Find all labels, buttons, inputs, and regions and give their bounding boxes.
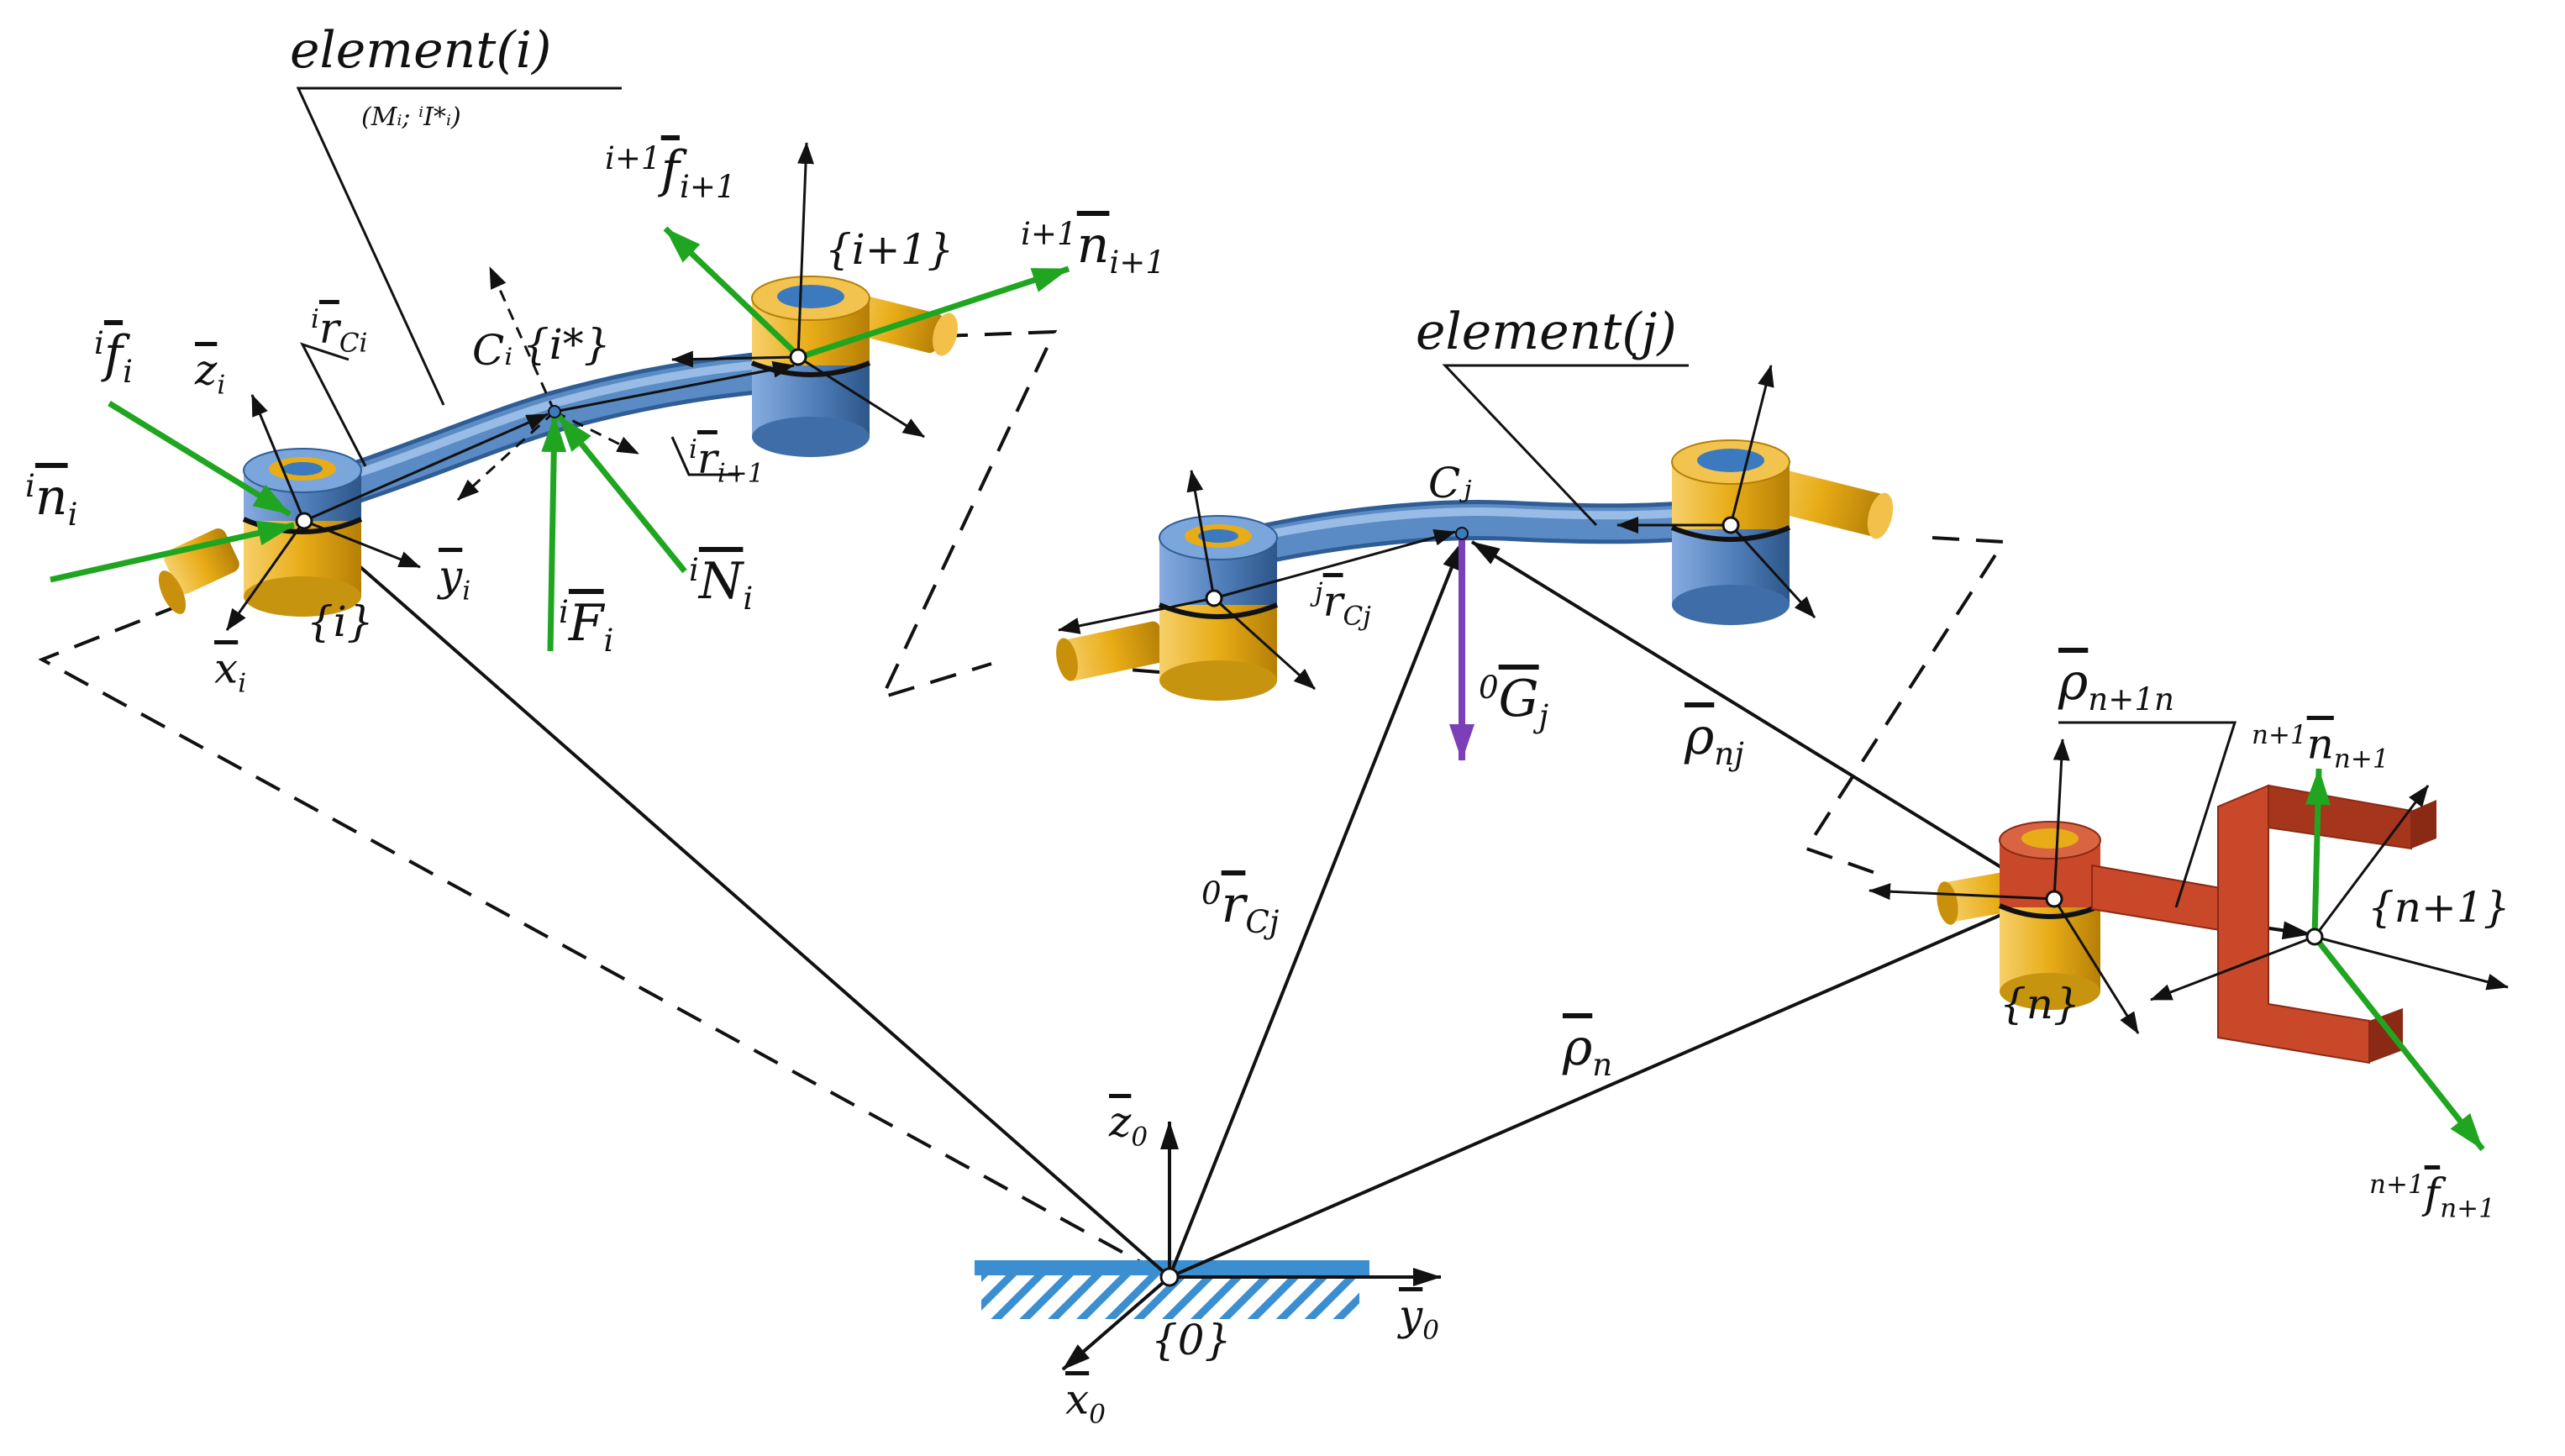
moment-nn1-label: n+1nn+1 (2252, 719, 2389, 775)
joint-j-right (1670, 439, 1894, 625)
force-fi (108, 401, 292, 517)
force-fi1-label: i+1fi+1 (605, 139, 736, 205)
axis-yi-label: yi (439, 551, 471, 607)
axis-z0-label: z0 (1109, 1097, 1148, 1153)
force-fi1 (663, 226, 802, 360)
gravity-Gj-label: 0Gj (1479, 669, 1549, 734)
frame-0-label: {0} (1151, 1316, 1232, 1364)
element-i-params: (Mᵢ; ⁱI*ᵢ) (361, 102, 461, 132)
axis-x0-label: x0 (1065, 1375, 1106, 1430)
moment-ni1 (798, 265, 1070, 360)
moment-ni-label: ini (25, 467, 78, 533)
moment-ni1-label: i+1ni+1 (1021, 215, 1166, 281)
frame-i1-label: {i+1} (825, 225, 954, 274)
joint-i-plus-1 (750, 276, 958, 457)
vector-rhon1n-label: ρn+1n (2058, 653, 2175, 717)
moment-ni (50, 520, 295, 583)
frame-istar-label: {i*} (523, 320, 611, 369)
local-axes (225, 142, 2509, 1034)
vector-0rcj-label: 0rCj (1201, 875, 1280, 940)
vector-ri1-label: iri+1 (689, 434, 765, 489)
axis-xi-label: xi (214, 644, 247, 699)
center-cj-label: Cⱼ (1428, 459, 1472, 507)
center-ci-label: Cᵢ (472, 326, 513, 375)
element-j-link (1181, 497, 1751, 579)
plane-element-j-b (1803, 536, 2007, 875)
force-Fi-label: iFi (559, 593, 614, 659)
force-fn1-label: n+1fn+1 (2369, 1169, 2495, 1224)
vector-to-frame-i (311, 523, 1171, 1279)
force-fn1 (2312, 934, 2485, 1152)
force-vectors (50, 226, 2485, 1152)
force-fi-label: ifi (94, 324, 134, 390)
frame-origins (295, 348, 2324, 1287)
vector-rhonj-label: ρnj (1685, 707, 1744, 772)
force-Fi (541, 415, 567, 652)
element-i-label: element(i) (290, 21, 552, 80)
element-j-label: element(j) (1416, 302, 1677, 361)
moment-nn1 (2305, 768, 2331, 938)
leader-lines (296, 87, 2237, 908)
frame-0-axes (1061, 1121, 1442, 1371)
plane-element-i (879, 329, 1058, 701)
vector-rcj-label: jrCj (1315, 576, 1371, 632)
axis-y0-label: y0 (1399, 1290, 1439, 1346)
frame-n1-label: {n+1} (2368, 883, 2510, 932)
vector-0-rcj (1168, 541, 1464, 1278)
vector-rho-n (1169, 896, 2042, 1279)
vector-rho-nj (1470, 540, 2052, 899)
moment-Ni-label: iNi (689, 551, 754, 617)
vector-rhon-label: ρn (1563, 1018, 1613, 1083)
frame-n-label: {n} (2000, 980, 2080, 1028)
axis-zi-label: zi (195, 345, 226, 401)
position-vectors (311, 523, 2311, 1279)
vector-rci-label: irCi (311, 303, 368, 359)
plane-link-i (38, 603, 1169, 1279)
gripper-arm (2091, 864, 2236, 934)
moment-Ni (556, 413, 687, 574)
frame-i-label: {i} (307, 597, 374, 646)
